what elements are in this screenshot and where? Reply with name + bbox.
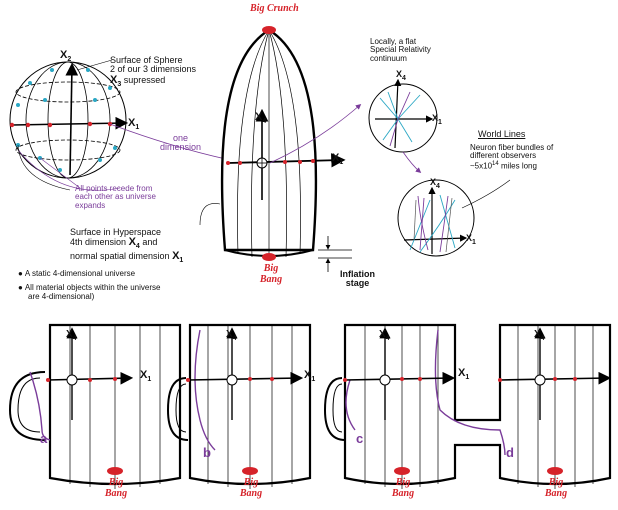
- bottom-panel-a: [8, 323, 182, 489]
- b-axis-x1: X1: [304, 369, 316, 384]
- world-lines-caption: Neuron fiber bundles of different observ…: [470, 143, 554, 171]
- sphere-axis-x2: X2: [60, 49, 72, 64]
- local-axis-x4: X4: [396, 69, 406, 82]
- a-axis-x1: X1: [140, 369, 152, 384]
- world-lines-circle: [397, 179, 511, 257]
- c-axis-x1: X1: [458, 367, 470, 382]
- world-lines-title: World Lines: [478, 129, 526, 139]
- local-flat-circle: [368, 78, 438, 174]
- hyperspace-caption: Surface in Hyperspace 4th dimension X4 a…: [70, 227, 184, 265]
- label-b: b: [203, 445, 211, 460]
- sphere-diagram: [9, 59, 242, 191]
- label-c: c: [356, 431, 364, 446]
- sphere-axis-x1: X1: [128, 117, 140, 132]
- big-bang-label-b: Big Bang: [239, 477, 263, 499]
- b-axis-x4: X4: [226, 329, 237, 342]
- label-d: d: [506, 445, 514, 460]
- big-crunch-label: Big Crunch: [250, 3, 299, 14]
- bottom-panel-cd: [323, 323, 612, 489]
- hyperspace-surface: [199, 26, 362, 272]
- wl-axis-x4: X4: [430, 177, 440, 190]
- big-bang-label-top: Big Bang: [259, 263, 283, 285]
- bottom-panel-b: [166, 323, 312, 489]
- label-a: a: [40, 431, 48, 446]
- big-bang-label-a: Big Bang: [104, 477, 128, 499]
- a-axis-x4: X4: [66, 329, 77, 342]
- local-axis-x1: X1: [432, 113, 442, 126]
- bullet-list: A static 4-dimensional universe All mate…: [18, 269, 161, 301]
- main-axis-x1: X1: [332, 152, 344, 167]
- main-axis-x4: X4: [255, 111, 267, 126]
- big-bang-label-d: Big Bang: [544, 477, 568, 499]
- wl-axis-x1: X1: [466, 233, 476, 246]
- d-axis-x4: X4: [534, 329, 545, 342]
- big-bang-label-c: Big Bang: [391, 477, 415, 499]
- c-axis-x4: X4: [379, 329, 390, 342]
